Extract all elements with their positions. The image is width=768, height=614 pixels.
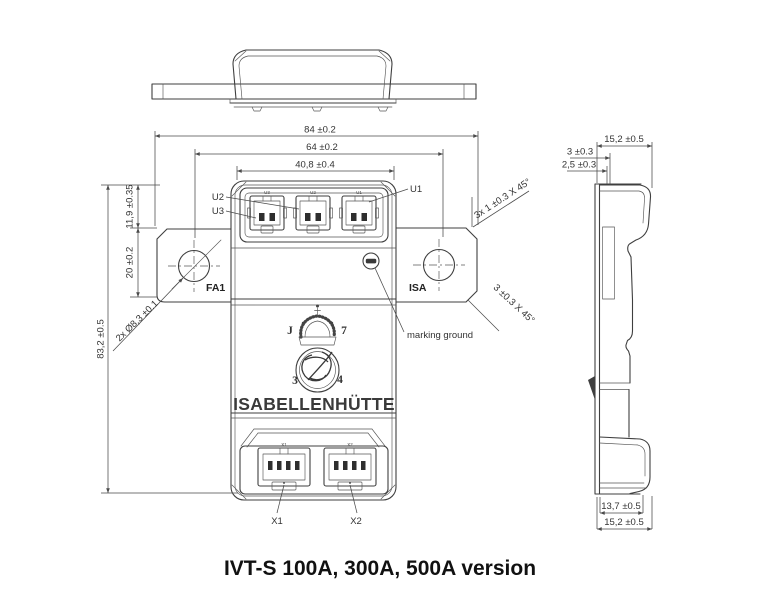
top-connector-recess — [239, 187, 389, 243]
connector-x1-tag: X1 — [281, 442, 287, 447]
dim-offset: 2,5 ±0.3 — [562, 160, 596, 171]
logo-oval — [295, 347, 340, 393]
dim-plate: 3 ±0.3 — [567, 147, 593, 158]
dim-width-holes: 64 ±0.2 — [306, 142, 338, 153]
dim-height-top: 11,9 ±0.35 — [125, 184, 136, 228]
top-view-feet — [251, 106, 389, 112]
connector-u3-tag: U3 — [264, 190, 270, 195]
crown-arc — [299, 314, 336, 339]
crown-band — [298, 336, 337, 346]
label-u2: U2 — [212, 192, 224, 203]
dim-width-overall: 84 ±0.2 — [304, 125, 336, 136]
crown-logo: J 7 3 4 — [287, 304, 347, 393]
bottom-trapezoid — [240, 428, 386, 448]
crown-letter-7: 7 — [341, 325, 347, 337]
mounting-hole-right — [422, 248, 456, 282]
dim-body-depth: 13,7 ±0.5 — [601, 501, 641, 512]
brand-text: ISABELLENHÜTTE — [233, 394, 395, 414]
connector-u2-tag: U2 — [310, 190, 316, 195]
busbar-tab-right — [395, 227, 478, 303]
side-mid-profile — [625, 256, 634, 384]
connector-x2-tag: X2 — [347, 442, 353, 447]
crown-letter-j: J — [287, 325, 293, 337]
side-busbar-plate — [594, 183, 642, 495]
label-x2: X2 — [350, 516, 362, 527]
connector-u2 — [292, 195, 334, 234]
top-view-body — [232, 49, 393, 100]
side-view — [588, 183, 652, 495]
connector-u1 — [338, 195, 380, 234]
connector-u1-tag: U1 — [356, 190, 362, 195]
dim-width-body: 40,8 ±0.4 — [295, 160, 335, 171]
corner-chamfers — [231, 181, 396, 500]
side-upper-block — [598, 184, 652, 258]
dim-height-overall: 83,2 ±0.5 — [96, 319, 107, 359]
top-view — [151, 49, 477, 112]
label-x1: X1 — [271, 516, 283, 527]
dim-chamfer-bottom: 3 ±0.3 X 45° — [491, 282, 537, 326]
crown-letter-3: 3 — [292, 375, 298, 387]
crown-cross — [314, 307, 321, 317]
side-clip-mark — [588, 376, 595, 400]
marking-ground-slot — [365, 258, 377, 264]
dim-holes: 2x Ø8,3 ±0.1 — [114, 298, 161, 344]
dim-depth-top: 15,2 ±0.5 — [604, 134, 644, 145]
label-fa1: FA1 — [206, 282, 225, 294]
dim-chamfer-top: 3x 1 ±0.3 X 45° — [472, 176, 533, 221]
crown-letter-4: 4 — [337, 374, 343, 386]
marking-ground-indicator — [362, 252, 380, 270]
front-view: U3 U2 U1 J 7 3 4 — [156, 180, 478, 501]
bottom-connector-recess — [239, 445, 389, 495]
label-u3: U3 — [212, 206, 224, 217]
dim-depth-bottom: 15,2 ±0.5 — [604, 517, 644, 528]
label-u1: U1 — [410, 184, 422, 195]
drawing-title: IVT-S 100A, 300A, 500A version — [224, 557, 536, 580]
front-body-outline — [230, 180, 397, 501]
side-lower-block — [598, 436, 651, 495]
mounting-hole-left — [177, 249, 211, 283]
logo-monogram — [301, 351, 333, 382]
dim-height-hole: 20 ±0.2 — [125, 247, 136, 279]
top-view-busbar — [151, 83, 477, 100]
marking-ground-label: marking ground — [407, 330, 473, 341]
busbar-tab-left — [156, 228, 232, 303]
label-isa: ISA — [409, 282, 427, 294]
